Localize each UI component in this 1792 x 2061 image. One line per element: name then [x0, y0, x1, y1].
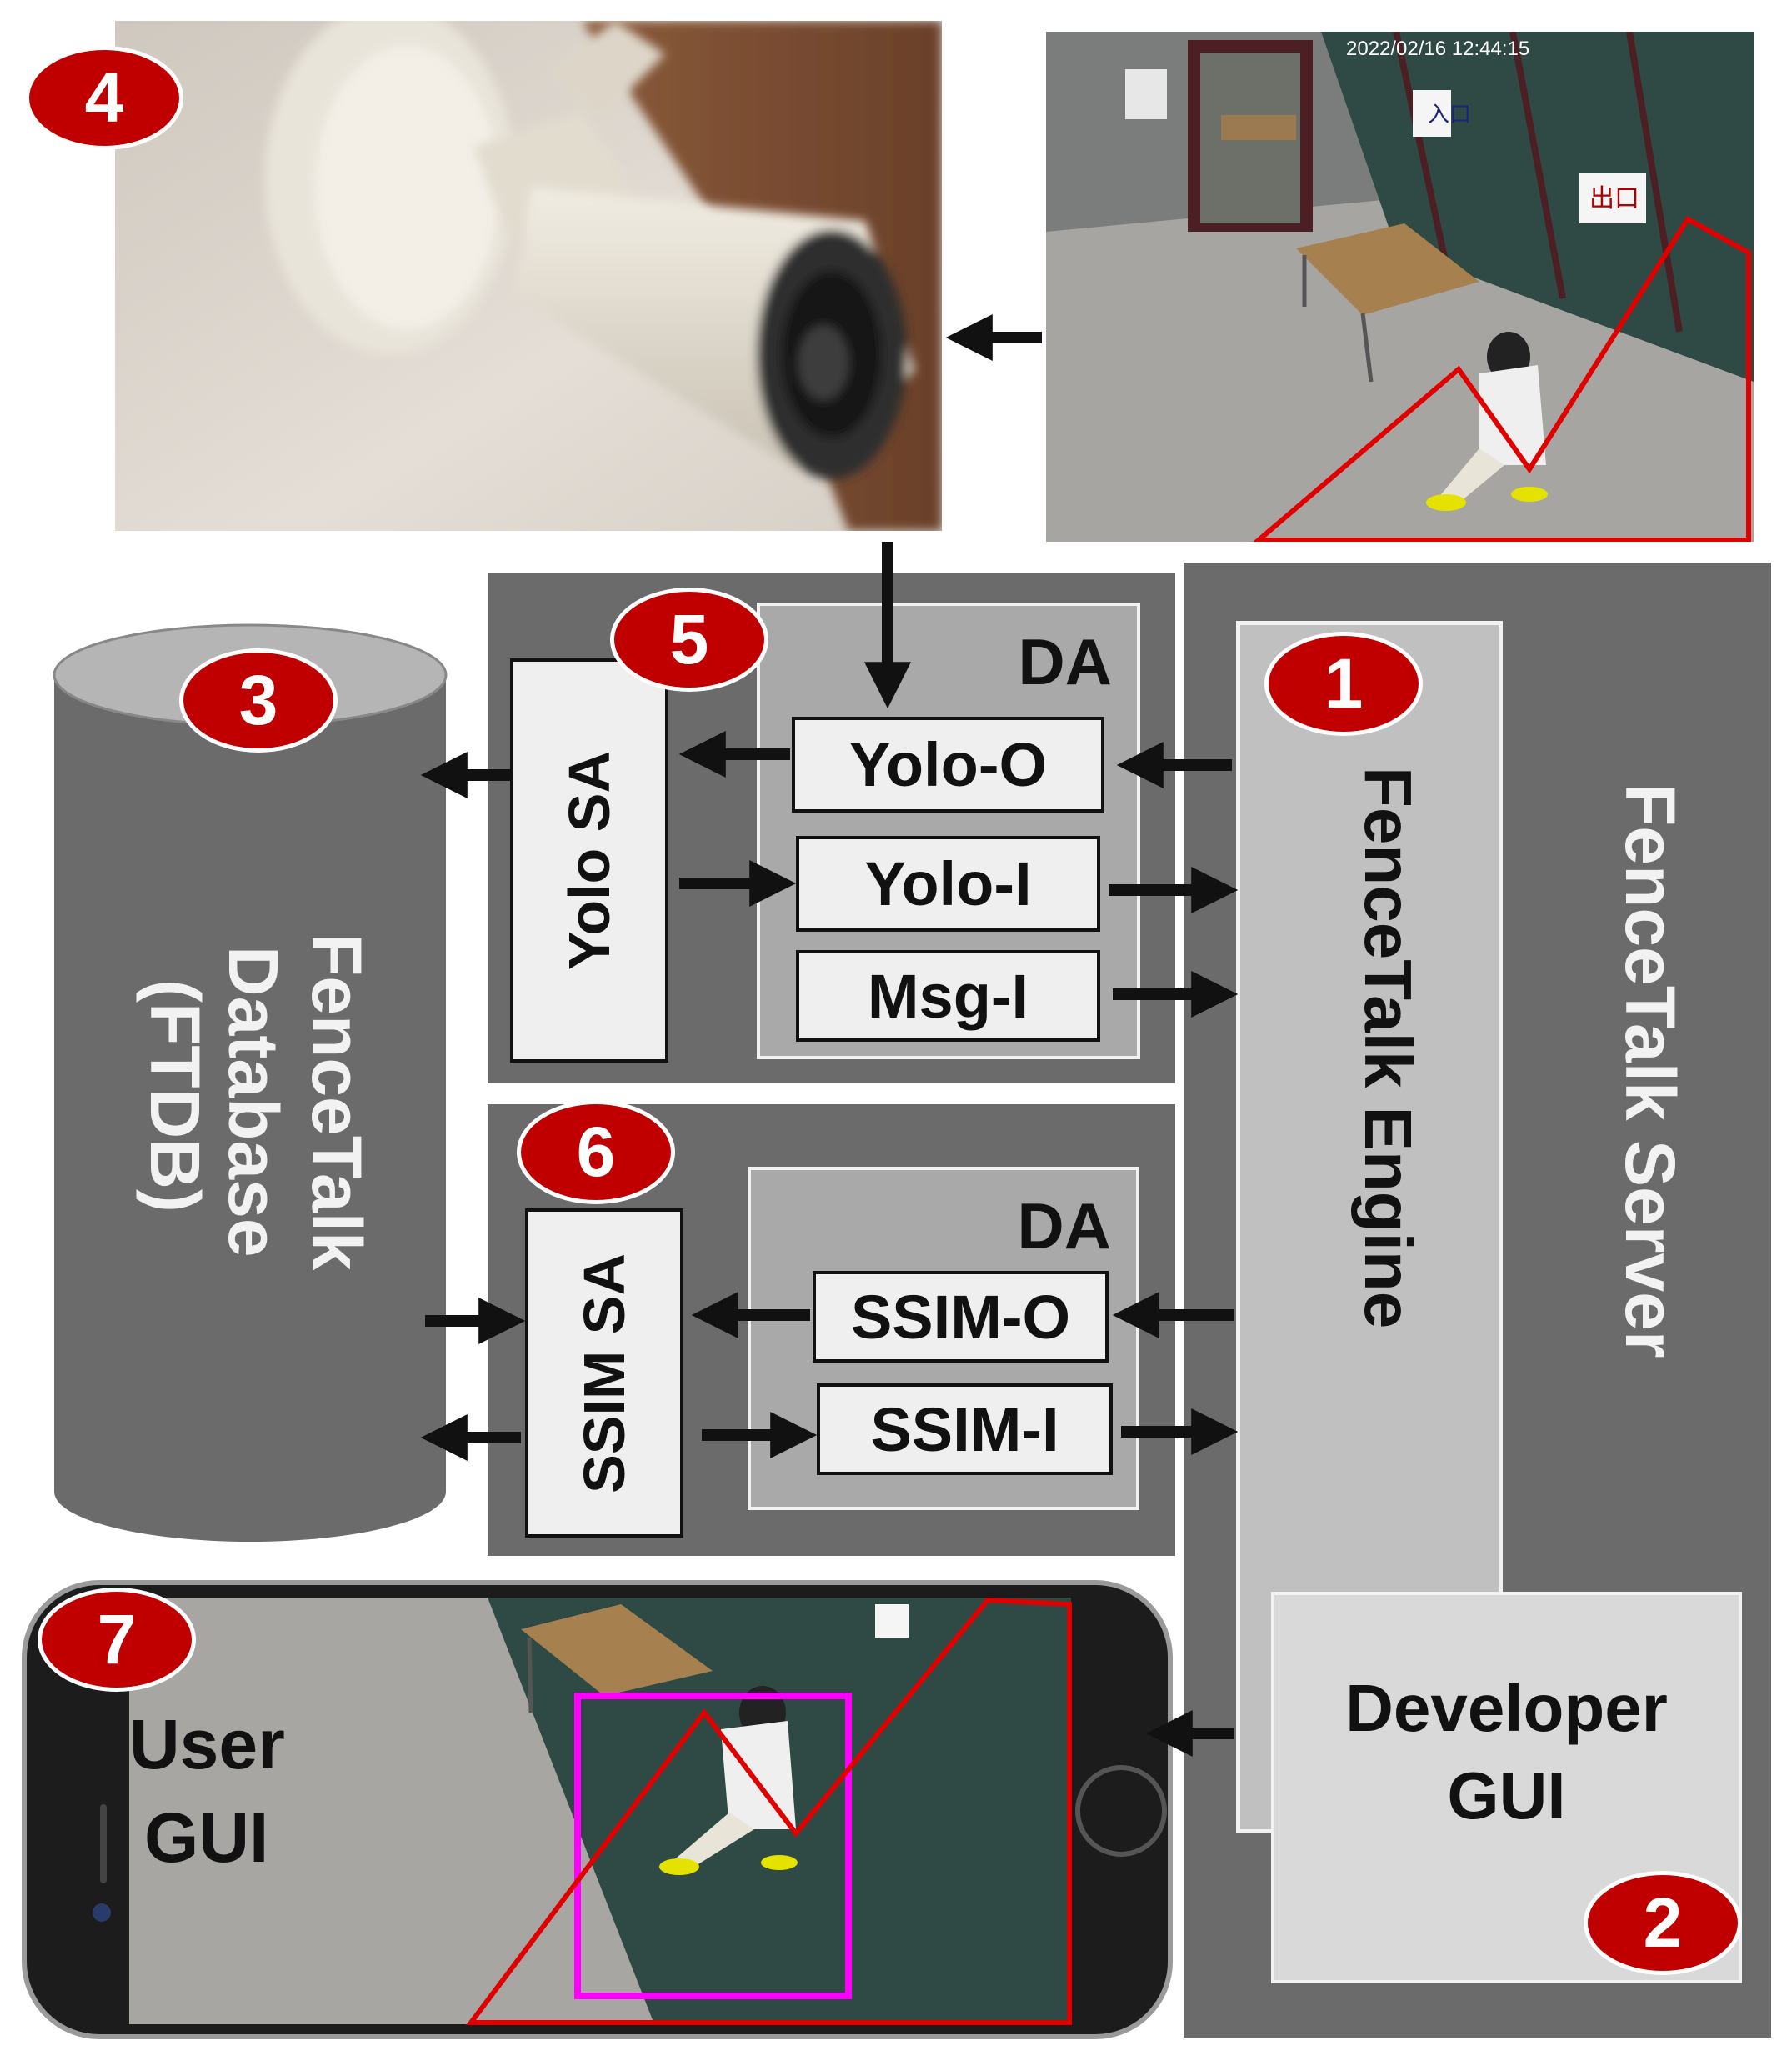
- detection-zone-outline: [1253, 216, 1751, 542]
- entrance-sign: 入口: [1428, 102, 1471, 127]
- camera-timestamp: 2022/02/16 12:44:15: [1346, 38, 1529, 60]
- msg-i-box: Msg-I: [796, 950, 1100, 1042]
- badge-7: 7: [38, 1588, 196, 1692]
- user-phone: User GUI: [21, 1579, 1175, 2042]
- badge-5: 5: [610, 588, 768, 692]
- yolo-sa-box: Yolo SA: [510, 658, 668, 1063]
- badge-4: 4: [25, 46, 183, 150]
- ssim-i-label: SSIM-I: [870, 1394, 1059, 1464]
- camera-illustration: [115, 21, 942, 531]
- developer-gui-line1: Developer: [1345, 1671, 1668, 1745]
- badge-6: 6: [517, 1100, 675, 1204]
- detected-person-box: [574, 1693, 852, 1999]
- user-gui-line1: User: [129, 1705, 285, 1783]
- database-label-line2: Database: [214, 946, 293, 1258]
- ssim-sa-box: SSIM SA: [525, 1208, 683, 1538]
- ssim-o-box: SSIM-O: [813, 1271, 1109, 1363]
- badge-2: 2: [1584, 1871, 1742, 1975]
- ssim-da-label: DA: [1017, 1189, 1111, 1263]
- exit-sign: 出口: [1589, 185, 1639, 213]
- database-label-line3: (FTDB): [136, 979, 214, 1213]
- yolo-o-label: Yolo-O: [848, 730, 1048, 799]
- database-label-line1: FenceTalk: [298, 933, 376, 1271]
- fencetalk-engine-label: FenceTalk Engine: [1351, 767, 1425, 1329]
- scene-illustration: 2022/02/16 12:44:15 入口 出口: [1046, 32, 1754, 542]
- fencetalk-server-label: FenceTalk Server: [1611, 783, 1689, 1358]
- badge-3: 3: [179, 648, 338, 753]
- yolo-o-box: Yolo-O: [792, 717, 1104, 813]
- yolo-i-label: Yolo-I: [864, 849, 1032, 918]
- badge-1: 1: [1264, 632, 1423, 736]
- surveillance-frame: 2022/02/16 12:44:15 入口 出口: [1046, 32, 1754, 542]
- user-gui-line2: GUI: [144, 1798, 269, 1877]
- developer-gui-line2: GUI: [1447, 1758, 1566, 1833]
- phone-illustration: [22, 1580, 1173, 2039]
- yolo-i-box: Yolo-I: [796, 836, 1100, 932]
- msg-i-label: Msg-I: [867, 961, 1029, 1031]
- ssim-i-box: SSIM-I: [817, 1383, 1113, 1475]
- ssim-o-label: SSIM-O: [850, 1282, 1071, 1352]
- camera-photo: [115, 21, 942, 531]
- detection-zone-outline-phone: [465, 1597, 1072, 2025]
- yolo-da-label: DA: [1018, 625, 1112, 698]
